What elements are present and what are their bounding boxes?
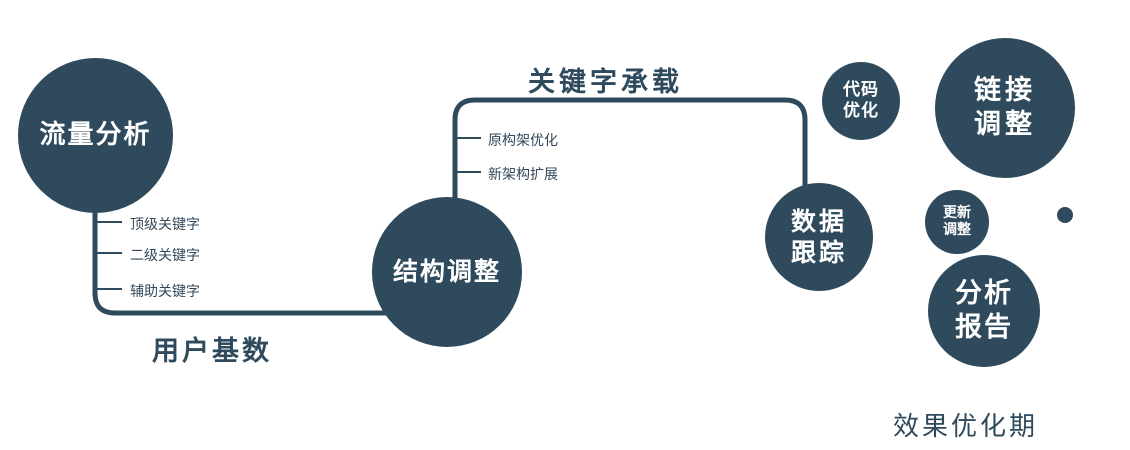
branch-label-original-architecture: 原构架优化	[488, 133, 558, 149]
branch-label-auxiliary-keywords: 辅助关键字	[130, 284, 200, 300]
edge-label-user-base: 用户基数	[152, 336, 272, 367]
node-link-adjustment-label-line2: 调整	[974, 109, 1036, 140]
node-traffic-analysis-label: 流量分析	[39, 120, 152, 151]
branch-label-second-keywords: 二级关键字	[130, 248, 200, 264]
node-traffic-analysis: 流量分析	[18, 58, 173, 213]
caption-effect-optimization-period: 效果优化期	[893, 412, 1039, 442]
node-update-adjustment: 更新 调整	[925, 190, 989, 254]
node-code-optimization: 代码 优化	[822, 62, 900, 140]
node-link-adjustment: 链接 调整	[935, 38, 1075, 178]
node-analysis-report: 分析 报告	[928, 255, 1040, 367]
node-data-tracking-label-line2: 跟踪	[790, 238, 847, 267]
node-update-adjustment-label-line1: 更新	[943, 204, 971, 221]
node-structure-adjustment-label: 结构调整	[392, 257, 501, 287]
node-structure-adjustment: 结构调整	[372, 197, 522, 347]
connector-traffic-to-structure	[92, 195, 392, 316]
node-analysis-report-label-line1: 分析	[955, 278, 1013, 310]
node-code-optimization-label-line2: 优化	[843, 101, 879, 121]
node-update-adjustment-label-line2: 调整	[943, 222, 971, 238]
node-data-tracking-label-line1: 数据	[790, 206, 847, 236]
branch-label-new-architecture: 新架构扩展	[488, 167, 558, 183]
connector-structure-to-tracking	[452, 97, 808, 212]
node-small-dot	[1057, 207, 1073, 223]
node-code-optimization-label-line1: 代码	[843, 79, 879, 100]
node-data-tracking: 数据 跟踪	[765, 183, 873, 291]
edge-label-keyword-carry: 关键字承载	[528, 67, 683, 98]
branch-label-top-keywords: 顶级关键字	[130, 217, 200, 233]
node-analysis-report-label-line2: 报告	[955, 312, 1013, 343]
node-link-adjustment-label-line1: 链接	[974, 75, 1036, 107]
